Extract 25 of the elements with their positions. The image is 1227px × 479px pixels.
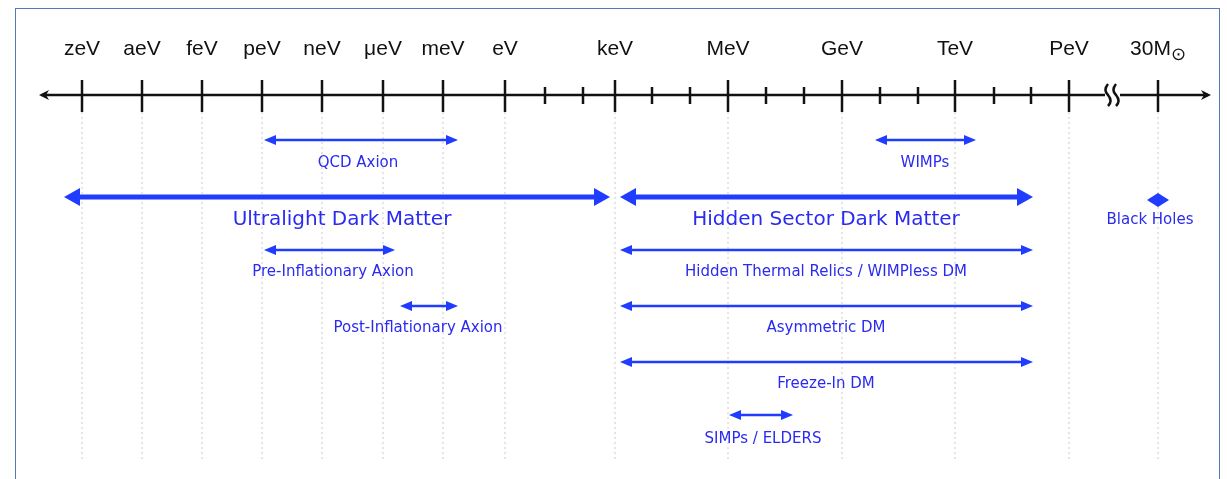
axis-label: 30M$_{⊙}$: [1130, 36, 1186, 66]
axis-label: keV: [596, 36, 634, 60]
axis-label: TeV: [936, 36, 974, 60]
axis-label: peV: [243, 36, 281, 60]
range-label: Asymmetric DM: [766, 318, 886, 336]
range-label: Black Holes: [1106, 210, 1194, 228]
range-label: QCD Axion: [317, 153, 399, 171]
range-label: Pre-Inflationary Axion: [252, 262, 414, 280]
range-label: Freeze-In DM: [777, 374, 875, 392]
axis-label: μeV: [364, 36, 402, 60]
axis-label: neV: [303, 36, 341, 60]
axis-label: eV: [492, 36, 518, 60]
range-label: WIMPs: [900, 153, 950, 171]
axis-label: GeV: [821, 36, 863, 60]
axis-label: MeV: [706, 36, 750, 60]
range-label: Ultralight Dark Matter: [232, 206, 452, 230]
range-label: Post-Inflationary Axion: [333, 318, 503, 336]
axis-label: aeV: [123, 36, 161, 60]
range-label: SIMPs / ELDERS: [704, 429, 822, 447]
range-label: Hidden Sector Dark Matter: [692, 206, 960, 230]
axis-label: feV: [186, 36, 218, 60]
axis-label: PeV: [1049, 36, 1089, 60]
axis-label: zeV: [63, 36, 101, 60]
range-label: Hidden Thermal Relics / WIMPless DM: [685, 262, 967, 280]
axis-label: meV: [421, 36, 465, 60]
